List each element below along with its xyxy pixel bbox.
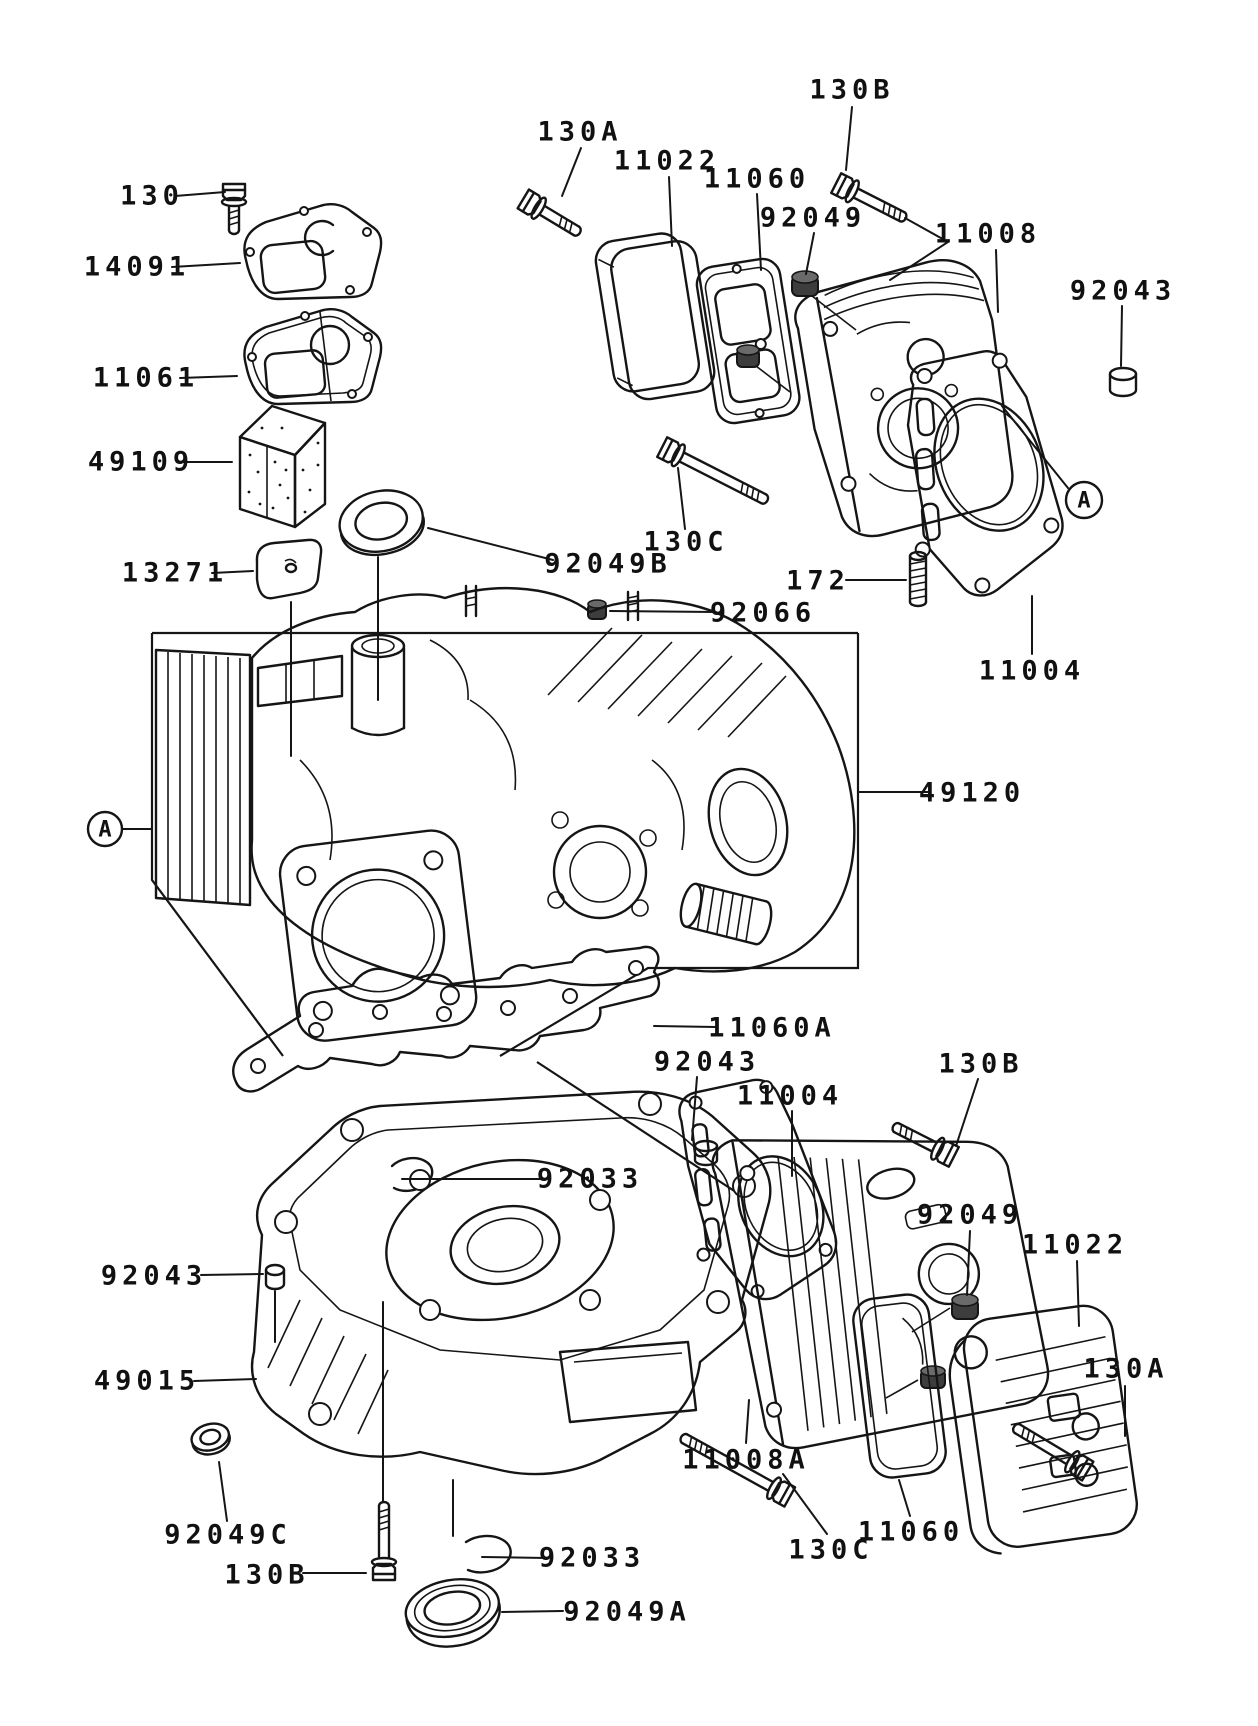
cover-gasket-11060-lower bbox=[852, 1293, 947, 1479]
label-11008: 11008 bbox=[935, 219, 1041, 250]
bolt-130a-bottom bbox=[1011, 1422, 1095, 1482]
valve-cap-92049-top bbox=[736, 270, 857, 393]
label-92049c: 92049C bbox=[164, 1520, 292, 1551]
label-11060-bottom: 11060 bbox=[858, 1517, 964, 1548]
label-49015: 49015 bbox=[94, 1366, 200, 1397]
label-11061: 11061 bbox=[93, 363, 199, 394]
threaded-plug-boss bbox=[679, 882, 773, 946]
label-92043-top: 92043 bbox=[1070, 276, 1176, 307]
label-172: 172 bbox=[786, 566, 850, 597]
label-14091: 14091 bbox=[84, 252, 190, 283]
oil-seal-92049b bbox=[338, 489, 425, 556]
label-130b-mid: 130B bbox=[938, 1049, 1023, 1080]
bolt-130b-bottom bbox=[370, 1500, 398, 1582]
valve-cover-11022-top bbox=[594, 232, 716, 401]
head-gasket-11004-top bbox=[906, 350, 1064, 597]
label-49109: 49109 bbox=[88, 447, 194, 478]
leader-lines bbox=[121, 106, 1126, 1613]
label-11060-top: 11060 bbox=[704, 164, 810, 195]
label-92049-lower: 92049 bbox=[917, 1200, 1023, 1231]
label-13271: 13271 bbox=[122, 558, 228, 589]
bracket-left-line bbox=[150, 633, 284, 1057]
leader-marker-a-right bbox=[1001, 405, 1069, 489]
label-92043-mid: 92043 bbox=[654, 1047, 760, 1078]
label-92043-left: 92043 bbox=[101, 1261, 207, 1292]
label-130a-top: 130A bbox=[537, 117, 622, 148]
label-130b-bottom: 130B bbox=[224, 1560, 309, 1591]
label-92033-upper: 92033 bbox=[537, 1164, 643, 1195]
view-marker-a-right-text: A bbox=[1077, 489, 1090, 514]
bolt-130c-bottom bbox=[679, 1432, 797, 1508]
label-11008a: 11008A bbox=[682, 1445, 810, 1476]
bolt-130c-top bbox=[656, 436, 770, 505]
breather-gasket-11061 bbox=[243, 308, 383, 406]
view-marker-a-left-text: A bbox=[98, 818, 111, 843]
dowel-pin-92043-top bbox=[1108, 366, 1138, 398]
o-ring-92033-lower bbox=[464, 1534, 512, 1574]
view-marker-a-right: A bbox=[1064, 480, 1104, 520]
dowel-pin-92043-left bbox=[264, 1263, 286, 1291]
filter-element-49109 bbox=[238, 404, 327, 529]
label-130: 130 bbox=[120, 181, 184, 212]
label-130c-top: 130C bbox=[643, 527, 728, 558]
crankcase-cylinder-assembly-49120 bbox=[154, 584, 856, 1042]
assembly-bracket-lines bbox=[150, 631, 860, 1199]
oil-seal-92049c bbox=[190, 1422, 231, 1456]
label-130a-bottom: 130A bbox=[1083, 1354, 1168, 1385]
bolt-130b-top bbox=[830, 172, 908, 223]
label-92049b: 92049B bbox=[544, 549, 672, 580]
label-92033-lower: 92033 bbox=[539, 1543, 645, 1574]
view-marker-a-left: A bbox=[86, 810, 124, 848]
valve-cap-92049-lower bbox=[885, 1293, 979, 1399]
label-11022-lower: 11022 bbox=[1022, 1230, 1128, 1261]
o-ring-92033-upper bbox=[390, 1156, 434, 1192]
label-130c-bottom: 130C bbox=[788, 1535, 873, 1566]
label-11004-top: 11004 bbox=[979, 656, 1085, 687]
oil-pan-gasket-11060a bbox=[232, 945, 661, 1093]
plate-13271 bbox=[255, 538, 323, 600]
stud-172 bbox=[908, 550, 928, 608]
label-92049a: 92049A bbox=[563, 1597, 691, 1628]
bolt-130b-mid bbox=[891, 1121, 960, 1168]
label-11022-top: 11022 bbox=[614, 146, 720, 177]
label-92066: 92066 bbox=[710, 598, 816, 629]
label-49120: 49120 bbox=[919, 778, 1025, 809]
label-11004-bottom: 11004 bbox=[737, 1081, 843, 1112]
label-11060a: 11060A bbox=[708, 1013, 836, 1044]
bolt-130a-top bbox=[516, 188, 582, 237]
cylinder-bore-flange bbox=[278, 829, 478, 1042]
label-92049-top: 92049 bbox=[760, 203, 866, 234]
bolt-130 bbox=[220, 182, 248, 236]
head-studs bbox=[464, 584, 640, 622]
breather-cover-14091 bbox=[243, 203, 383, 301]
element-texture-dots bbox=[247, 426, 320, 514]
bracket-right-line bbox=[499, 633, 860, 1057]
part-number-labels: 130 14091 11061 49109 13271 130A 11022 1… bbox=[84, 75, 1176, 1628]
label-130b-top: 130B bbox=[809, 75, 894, 106]
oil-pan-49015 bbox=[250, 1090, 772, 1476]
oil-seal-92049a bbox=[404, 1578, 501, 1648]
